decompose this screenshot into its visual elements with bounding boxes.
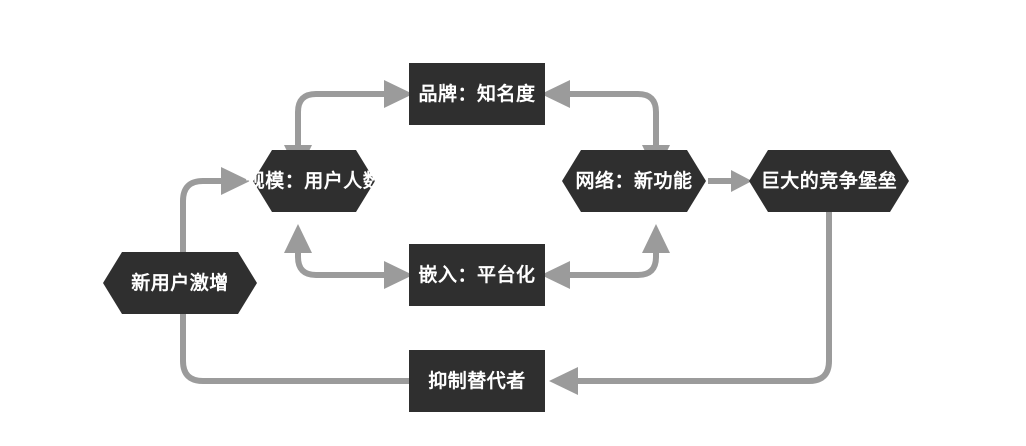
arrow-head-into-network-bottom [642, 224, 670, 253]
node-network-label: 网络：新功能 [575, 169, 692, 192]
node-newusers-shape[interactable] [103, 252, 257, 314]
node-scale-label: 规模：用户人数 [246, 169, 383, 192]
arrow-head-into-brand-right [541, 80, 570, 108]
node-network[interactable]: 网络：新功能 [562, 150, 706, 212]
edge-scale-embed [284, 224, 413, 289]
node-moat-label: 巨大的竞争堡垒 [761, 169, 898, 192]
node-suppress-label: 抑制替代者 [428, 369, 526, 392]
node-suppress-shape[interactable] [409, 350, 545, 412]
edge-embed-network [541, 224, 670, 289]
arrow-head-into-brand [384, 80, 413, 108]
arrow-head-into-embed-left [384, 261, 413, 289]
node-layer: 品牌：知名度 规模：用户人数 网络：新功能 巨大的竞争堡垒 新用户激增 [103, 63, 909, 412]
node-scale[interactable]: 规模：用户人数 [246, 150, 383, 212]
arrow-head-into-embed-right [541, 261, 570, 289]
connector-layer [180, 80, 832, 395]
arrow-head-into-scale [221, 167, 250, 195]
node-brand-label: 品牌：知名度 [418, 82, 536, 105]
node-embed[interactable]: 嵌入：平台化 [409, 244, 545, 306]
node-brand[interactable]: 品牌：知名度 [409, 63, 545, 125]
node-moat[interactable]: 巨大的竞争堡垒 [749, 150, 909, 212]
node-embed-shape[interactable] [409, 244, 545, 306]
node-moat-shape[interactable] [749, 150, 909, 212]
arrow-head-into-scale-bottom [284, 224, 312, 253]
edge-network-to-moat [708, 170, 752, 192]
edge-moat-to-suppress [549, 212, 832, 395]
node-suppress[interactable]: 抑制替代者 [409, 350, 545, 412]
node-newusers[interactable]: 新用户激增 [103, 252, 257, 314]
node-network-shape[interactable] [562, 150, 706, 212]
arrow-head-into-suppress [549, 367, 578, 395]
node-newusers-label: 新用户激增 [131, 271, 229, 294]
node-brand-shape[interactable] [409, 63, 545, 125]
node-scale-shape[interactable] [253, 150, 375, 212]
arrow-head-into-moat [731, 170, 752, 192]
node-embed-label: 嵌入：平台化 [418, 263, 535, 286]
